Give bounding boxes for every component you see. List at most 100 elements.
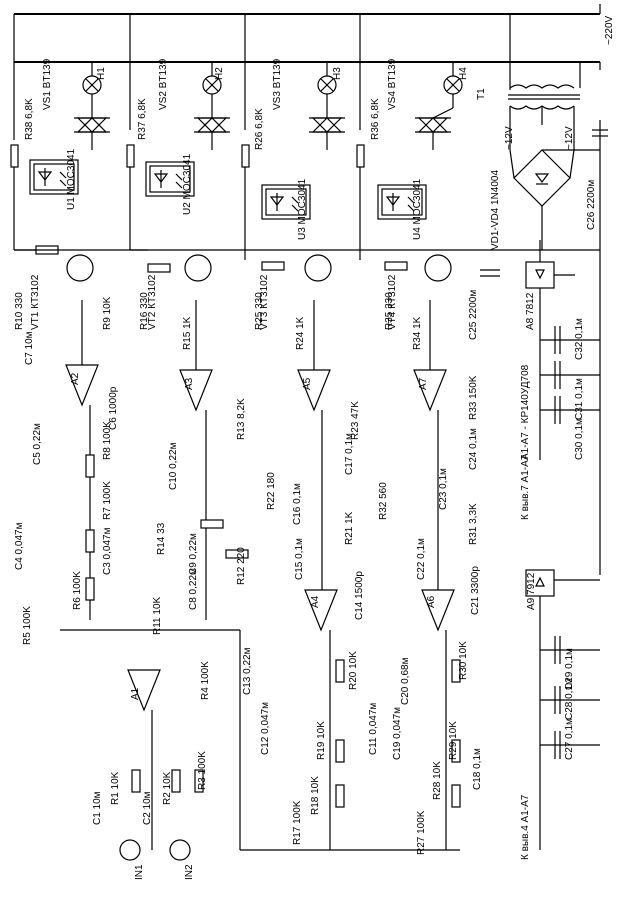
component-label: C14 1500р (354, 571, 365, 620)
triac-channel-3 (241, 62, 345, 271)
component-label: R16 330 (139, 292, 150, 330)
component-label: C21 3300р (470, 566, 481, 615)
opamp-label: A4 (310, 595, 321, 608)
component-label: R18 10K (310, 776, 321, 815)
resistor-r16 (147, 263, 171, 273)
component-label: C24 0,1м (468, 428, 479, 470)
component-label: VS4 BT139 (387, 58, 398, 110)
component-label: R17 100K (292, 800, 303, 845)
opamp-a4-icon (304, 589, 338, 632)
component-label: C25 2200м (468, 290, 479, 340)
resistor-r38 (10, 144, 19, 168)
resistor-r37 (126, 144, 135, 168)
transistor-vt4-icon (424, 254, 452, 282)
component-label: R21 1K (344, 511, 355, 545)
component-label: U3 MOC3041 (297, 178, 308, 240)
resistor-r35 (384, 261, 408, 271)
component-label: ~12V (564, 126, 575, 150)
component-label: R34 1K (412, 316, 423, 350)
opamp-type-note: А1-А7 - КР140УД708 (520, 364, 531, 460)
component-label: R8 100K (102, 421, 113, 460)
component-label: IN1 (134, 864, 145, 880)
component-label: R28 10K (432, 761, 443, 800)
component-label: VT2 КТ3102 (147, 274, 158, 330)
component-label: VT1 КТ3102 (30, 274, 41, 330)
triac-channel-4 (356, 62, 463, 271)
transformer-t1-icon (508, 84, 580, 110)
component-label: R29 10K (448, 721, 459, 760)
optocoupler-u1 (29, 159, 79, 195)
component-label: R25 330 (254, 292, 265, 330)
component-label: U1 MOC3041 (66, 148, 77, 210)
component-label: C4 0,047м (14, 522, 25, 570)
component-label: C16 0,1м (292, 483, 303, 525)
mains-label: ~220V (604, 15, 615, 45)
component-label: H2 (214, 67, 225, 80)
component-label: C32 0,1м (574, 318, 585, 360)
component-label: VT4 КТ3102 (387, 274, 398, 330)
component-label: C19 0,047м (392, 707, 403, 760)
component-label: H1 (96, 67, 107, 80)
component-label: R7 100K (102, 481, 113, 520)
component-label: R19 10K (316, 721, 327, 760)
transistor-vt3-icon (304, 254, 332, 282)
component-label: VS2 BT139 (158, 58, 169, 110)
triac-vs3-icon (309, 108, 345, 150)
component-label: C11 0,047м (368, 703, 379, 755)
optocoupler-u2 (145, 161, 195, 197)
component-label: R6 100K (72, 571, 83, 610)
component-label: C20 0,68м (400, 657, 411, 705)
component-label: VS3 BT139 (272, 58, 283, 110)
component-label: R20 10K (348, 651, 359, 690)
component-label: R35 330 (384, 292, 395, 330)
opamps (65, 364, 455, 712)
resistor-r36 (356, 144, 365, 168)
resistor-r25 (261, 261, 285, 271)
regulator-note-positive: К выв.7 А1-А7 (520, 454, 531, 520)
component-label: C15 0,1м (294, 538, 305, 580)
power-supply (480, 62, 608, 850)
triac-vs1-icon (74, 108, 110, 150)
opamp-label: A5 (302, 377, 313, 390)
regulator-a8 (525, 261, 555, 289)
component-label: R10 330 (14, 292, 25, 330)
component-label: H3 (332, 67, 343, 80)
triac-vs4-icon (415, 107, 454, 150)
component-label: C9 0,22м (188, 533, 199, 575)
component-label: C23 0,1м (438, 468, 449, 510)
decoupling-caps-negative (540, 636, 600, 759)
component-label: C1 10м (92, 791, 103, 825)
component-label: R9 10K (102, 296, 113, 330)
opamp-label: A6 (426, 595, 437, 608)
component-label: U4 MOC3041 (412, 178, 423, 240)
component-label: C28 0,1м (564, 678, 575, 720)
component-label: C7 10м (24, 331, 35, 365)
opamp-label: A1 (130, 687, 141, 700)
component-label: R24 1K (295, 316, 306, 350)
component-label: C27 0,1м (564, 718, 575, 760)
component-label: C31 0,1м (574, 378, 585, 420)
triac-channel-2 (126, 62, 230, 273)
component-label: A9 7912 (526, 572, 537, 610)
component-label: C18 0,1м (472, 748, 483, 790)
component-label: R33 150K (468, 375, 479, 420)
component-label: R3 100K (197, 751, 208, 790)
capacitor-c25-icon (480, 269, 500, 277)
opamp-label: A2 (70, 372, 81, 385)
component-label: C6 1000р (108, 386, 119, 430)
component-label: C2 10м (142, 791, 153, 825)
component-label: R12 220 (236, 547, 247, 585)
rectifier-bridge-icon (513, 149, 571, 207)
component-label: VT3 КТ3102 (259, 274, 270, 330)
component-label: R1 10K (110, 771, 121, 805)
component-label: R5 100K (22, 606, 33, 645)
component-label: C22 0,1м (416, 538, 427, 580)
decoupling-caps-positive (540, 326, 600, 424)
component-label: C3 0,047м (102, 527, 113, 575)
component-label: C17 0,1м (344, 433, 355, 475)
transistor-vt1-icon (66, 254, 94, 282)
component-label: R37 6,8K (137, 98, 148, 140)
component-label: R30 10K (458, 641, 469, 680)
component-label: R36 6,8K (370, 98, 381, 140)
